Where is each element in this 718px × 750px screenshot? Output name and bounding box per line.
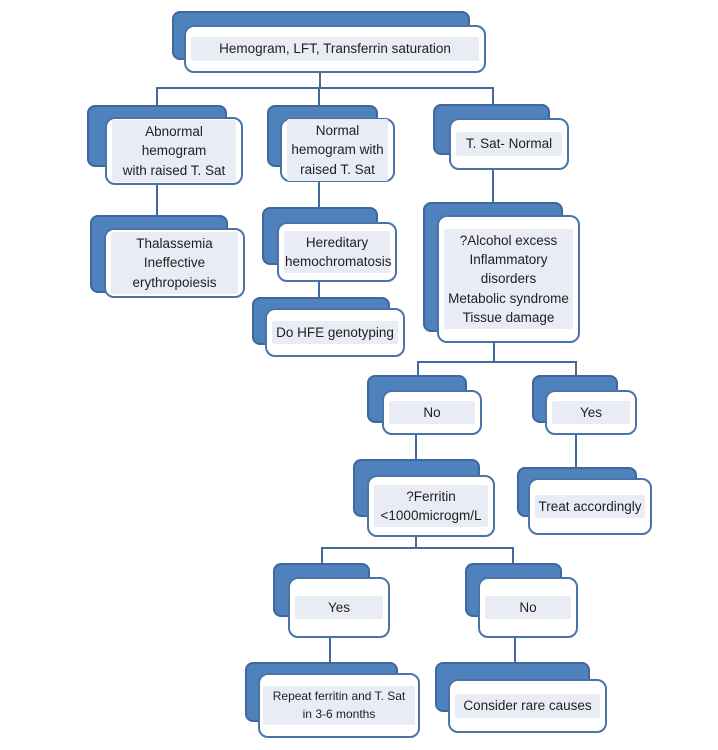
node-label: Consider rare causes [455, 694, 600, 718]
node-consider-rare-causes: Consider rare causes [435, 662, 607, 733]
node-box: Consider rare causes [448, 679, 607, 733]
connector-ferritin-stub [415, 536, 417, 549]
node-label: Treat accordingly [535, 494, 645, 519]
connector-no-to-consider [514, 637, 516, 680]
node-label: Repeat ferritin and T. Sat in 3-6 months [263, 686, 415, 725]
connector-secondary-stub [493, 342, 495, 363]
node-label: Yes [552, 400, 630, 425]
node-label: ?Ferritin <1000microgm/L [374, 484, 488, 528]
node-treat-accordingly: Treat accordingly [517, 467, 652, 535]
connector-tsat-to-secondary [492, 169, 494, 204]
node-box: Do HFE genotyping [265, 308, 405, 357]
node-box: Abnormal hemogram with raised T. Sat [105, 117, 243, 185]
connector-secondary-branch [418, 361, 577, 363]
connector-ferritin-branch [322, 547, 514, 549]
node-label: No [389, 400, 475, 425]
connector-hemogram-stub [319, 72, 321, 88]
connector-yes-to-repeat [329, 637, 331, 674]
node-secondary-causes: ?Alcohol excess Inflammatory disorders M… [423, 202, 580, 343]
connector-yes-to-treat [575, 434, 577, 479]
node-box: Yes [545, 390, 637, 435]
node-abnormal-hemogram: Abnormal hemogram with raised T. Sat [87, 105, 243, 185]
connector-to-tsat [492, 87, 494, 106]
node-repeat-ferritin: Repeat ferritin and T. Sat in 3-6 months [245, 662, 420, 738]
connector-to-abnormal [156, 87, 158, 107]
node-label: Normal hemogram with raised T. Sat [287, 119, 388, 181]
node-hemogram-lft-tsat: Hemogram, LFT, Transferrin saturation [172, 11, 486, 73]
node-box: ?Alcohol excess Inflammatory disorders M… [437, 215, 580, 343]
node-box: Treat accordingly [528, 478, 652, 535]
connector-row1-branch [157, 87, 494, 89]
connector-no-to-ferritin [415, 434, 417, 476]
node-label: ?Alcohol excess Inflammatory disorders M… [444, 229, 573, 329]
node-no-ferritin: No [465, 563, 578, 638]
node-ferritin-under-1000: ?Ferritin <1000microgm/L [353, 459, 495, 537]
node-box: Hereditary hemochromatosis [277, 222, 397, 282]
node-box: Hemogram, LFT, Transferrin saturation [184, 25, 486, 73]
connector-abnormal-to-thalassemia [156, 184, 158, 217]
node-thalassemia: Thalassemia Ineffective erythropoiesis [90, 215, 245, 298]
node-yes-ferritin: Yes [273, 563, 390, 638]
node-yes-secondary: Yes [532, 375, 637, 435]
connector-to-normal [318, 87, 320, 107]
connector-hereditary-to-hfe [318, 281, 320, 310]
node-box: Normal hemogram with raised T. Sat [280, 118, 395, 182]
node-box: T. Sat- Normal [449, 118, 569, 170]
node-label: Hereditary hemochromatosis [284, 230, 392, 274]
node-label: Hemogram, LFT, Transferrin saturation [191, 37, 479, 61]
node-tsat-normal: T. Sat- Normal [433, 104, 569, 170]
node-box: Yes [288, 577, 390, 638]
node-normal-hemogram: Normal hemogram with raised T. Sat [267, 105, 395, 182]
node-no-secondary: No [367, 375, 482, 435]
node-label: Thalassemia Ineffective erythropoiesis [111, 232, 238, 294]
node-label: Yes [295, 595, 383, 620]
node-box: No [382, 390, 482, 435]
node-label: No [485, 595, 571, 620]
node-do-hfe-genotyping: Do HFE genotyping [252, 297, 405, 357]
node-box: Repeat ferritin and T. Sat in 3-6 months [258, 673, 420, 738]
node-box: ?Ferritin <1000microgm/L [367, 475, 495, 537]
node-label: Abnormal hemogram with raised T. Sat [112, 120, 236, 182]
node-label: Do HFE genotyping [272, 320, 398, 345]
connector-normal-to-hereditary [318, 180, 320, 209]
node-box: Thalassemia Ineffective erythropoiesis [104, 228, 245, 298]
node-label: T. Sat- Normal [456, 132, 562, 156]
node-box: No [478, 577, 578, 638]
node-hereditary-hemochromatosis: Hereditary hemochromatosis [262, 207, 397, 282]
